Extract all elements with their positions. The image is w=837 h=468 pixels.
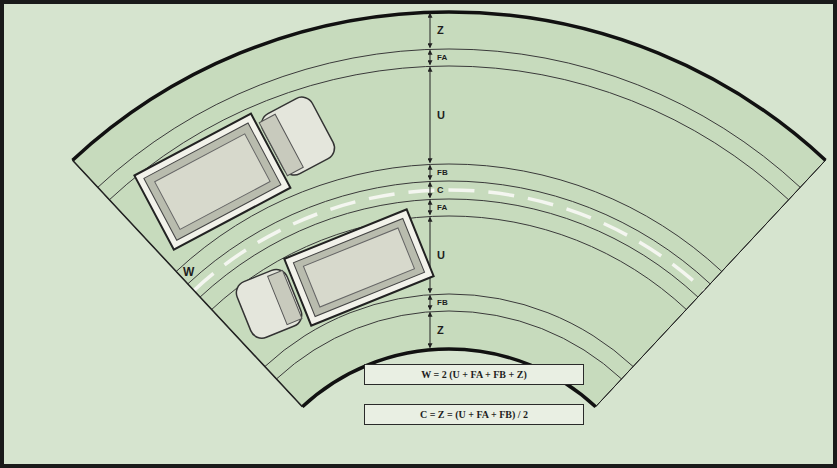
truck-lower: [231, 209, 434, 347]
width-label: W: [182, 266, 195, 278]
diagram-frame: Z FA U FB C FA U FB Z W W = 2 (U + FA + FB + Z) C =…: [4, 4, 833, 464]
dimension-arrow: [430, 296, 431, 310]
dimension-arrow: [430, 201, 431, 215]
dimension-label: FA: [436, 54, 448, 62]
inner-edge: [302, 349, 595, 407]
road-illustration: [4, 4, 833, 464]
formula-box: C = Z = (U + FA + FB) / 2: [364, 404, 584, 425]
formula-text: C = Z = (U + FA + FB) / 2: [373, 409, 575, 420]
dimension-label: FB: [436, 169, 449, 177]
dimension-arrow: [430, 68, 431, 163]
dimension-arrow: [430, 218, 431, 293]
dimension-arrow: [430, 183, 431, 198]
dimension-label: U: [436, 110, 446, 121]
dimension-label: U: [436, 250, 446, 261]
dimension-arrow: [430, 166, 431, 180]
dimension-label: Z: [436, 325, 445, 336]
formula-box: W = 2 (U + FA + FB + Z): [364, 364, 584, 385]
outer-edge: [73, 12, 826, 160]
road-sector: [73, 12, 826, 407]
dimension-label: FB: [436, 299, 449, 307]
dimension-arrow: [430, 313, 431, 348]
dimension-label: Z: [436, 25, 445, 36]
width-edge-right: [596, 160, 826, 406]
formula-text: W = 2 (U + FA + FB + Z): [373, 369, 575, 380]
dimension-arrow: [430, 51, 431, 65]
dimension-label: C: [436, 186, 445, 195]
dimension-arrow: [430, 14, 431, 48]
dimension-label: FA: [436, 204, 448, 212]
truck-upper: [134, 86, 342, 250]
